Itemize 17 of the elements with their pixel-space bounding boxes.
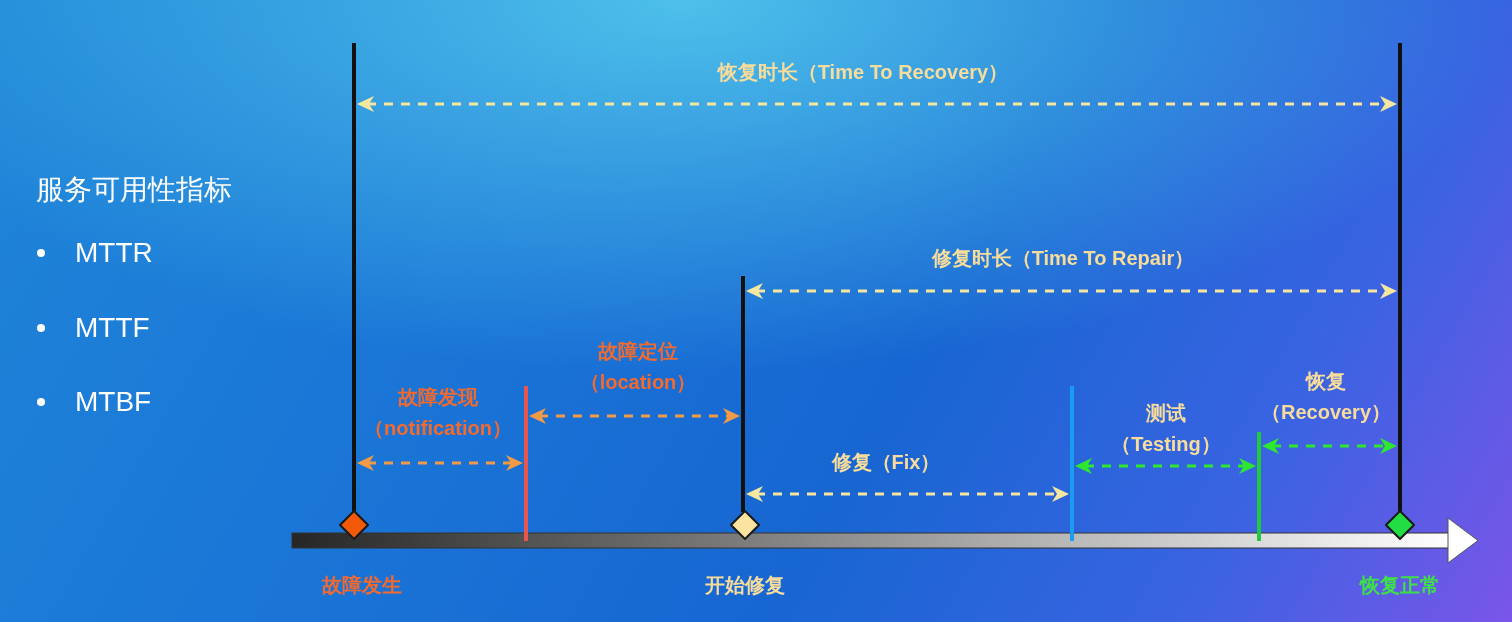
event-label: 开始修复 xyxy=(704,573,786,598)
duration-label: 故障发现（notification） xyxy=(363,385,513,441)
duration-label: 故障定位（location） xyxy=(578,339,698,395)
diamond-marker xyxy=(1385,510,1415,540)
list-item: MTTR xyxy=(75,236,153,270)
duration-label: 恢复（Recovery） xyxy=(1260,369,1392,425)
event-label: 恢复正常 xyxy=(1359,573,1441,598)
heading: 服务可用性指标 xyxy=(36,173,232,207)
duration-label: 修复（Fix） xyxy=(830,450,942,475)
duration-label: 测试（Testing） xyxy=(1110,401,1222,457)
duration-label: 恢复时长（Time To Recovery） xyxy=(716,60,1010,85)
event-label: 故障发生 xyxy=(321,573,403,598)
diamond-marker xyxy=(730,510,760,540)
duration-label: 修复时长（Time To Repair） xyxy=(930,246,1196,271)
list-item: MTTF xyxy=(75,311,150,345)
diamond-marker xyxy=(339,510,369,540)
list-item: MTBF xyxy=(75,385,152,419)
